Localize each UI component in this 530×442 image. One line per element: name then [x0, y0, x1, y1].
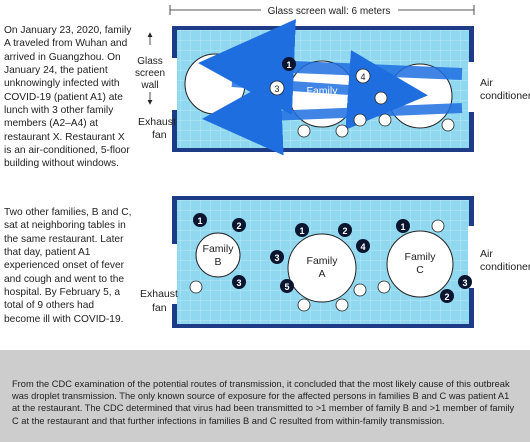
- exhaust-label-bottom-1: Exhaust: [140, 288, 178, 300]
- airflow-arrow-3: [202, 75, 463, 156]
- seat-a-empty-b2: [335, 298, 349, 312]
- family-a-label-1: Family: [307, 255, 339, 267]
- svg-text:1: 1: [197, 216, 202, 226]
- seat-a-empty-3: [353, 113, 367, 127]
- ac-label-top-1: Air: [480, 77, 493, 89]
- family-b-label-1: Family: [203, 243, 235, 255]
- seat-a4-top: [355, 68, 371, 84]
- seat-a5: [280, 279, 294, 293]
- footer-panel: From the CDC examination of the potentia…: [0, 350, 530, 442]
- top-exhaust-opening: [169, 58, 177, 110]
- svg-text:4: 4: [360, 72, 365, 82]
- seat-a2: [338, 223, 352, 237]
- families-paragraph: Two other families, B and C, sat at neig…: [4, 207, 132, 325]
- svg-text:3: 3: [236, 278, 241, 288]
- seat-c-empty-b2: [377, 280, 391, 294]
- side-wall-label-2: screen: [135, 68, 165, 79]
- table-family-c: [386, 230, 454, 298]
- table-family-b: [195, 232, 241, 278]
- svg-text:2: 2: [444, 292, 449, 302]
- bottom-exhaust-opening: [169, 244, 177, 304]
- family-c-label-1: Family: [405, 251, 437, 263]
- svg-text:1: 1: [286, 60, 291, 70]
- seat-a-empty-b1: [297, 298, 311, 312]
- svg-text:2: 2: [236, 221, 241, 231]
- svg-text:4: 4: [360, 242, 365, 252]
- family-b-label-2: B: [214, 256, 221, 268]
- side-wall-label-3: wall: [140, 80, 158, 91]
- exhaust-label-bottom-2: fan: [152, 302, 167, 314]
- seat-c3: [458, 275, 472, 289]
- top-ac-opening: [468, 62, 476, 112]
- svg-text:5: 5: [284, 282, 289, 292]
- seat-a1: [295, 223, 309, 237]
- seat-a1-top: [282, 57, 296, 71]
- seat-c1: [396, 219, 410, 233]
- seat-c-empty-2: [378, 113, 392, 127]
- svg-text:1: 1: [400, 222, 405, 232]
- svg-text:3: 3: [274, 84, 279, 94]
- seat-b-empty: [189, 280, 203, 294]
- seat-a-empty-1: [297, 124, 311, 138]
- intro-paragraph: On January 23, 2020, family A traveled f…: [4, 25, 132, 170]
- bottom-ac-opening: [468, 226, 476, 288]
- seat-c-empty-3: [441, 118, 455, 132]
- seat-a3: [270, 250, 284, 264]
- footer-text: From the CDC examination of the potentia…: [12, 379, 515, 426]
- seat-a-empty-b3: [353, 283, 367, 297]
- seat-c2: [440, 289, 454, 303]
- seat-c-empty-1: [374, 91, 388, 105]
- exhaust-label-top-2: fan: [152, 129, 167, 141]
- seat-a4: [356, 239, 370, 253]
- seat-c-empty-b1: [431, 219, 445, 233]
- exhaust-label-top-1: Exhaust: [138, 116, 176, 128]
- seat-b1: [193, 213, 207, 227]
- wall-width-label: Glass screen wall: 6 meters: [268, 6, 391, 17]
- family-c-label-2: C: [416, 264, 424, 276]
- svg-text:1: 1: [299, 226, 304, 236]
- ac-label-bottom-2: conditioner: [480, 261, 530, 273]
- family-a-label-top-1: Family: [307, 85, 339, 97]
- seat-a3-top: [269, 80, 285, 96]
- seat-a-empty-2: [335, 124, 349, 138]
- ac-label-bottom-1: Air: [480, 248, 493, 260]
- side-wall-label-1: Glass: [137, 56, 163, 67]
- seat-b3: [232, 275, 246, 289]
- family-a-label-top-2: A: [318, 98, 325, 110]
- svg-text:3: 3: [462, 278, 467, 288]
- svg-text:3: 3: [274, 253, 279, 263]
- table-family-a: [287, 233, 357, 303]
- ac-label-top-2: conditioner: [480, 90, 530, 102]
- family-a-label-2: A: [318, 268, 325, 280]
- restaurant-diagram: Glass screen wall: 6 meters Glass screen…: [135, 5, 530, 328]
- svg-text:2: 2: [342, 226, 347, 236]
- seat-b2: [232, 218, 246, 232]
